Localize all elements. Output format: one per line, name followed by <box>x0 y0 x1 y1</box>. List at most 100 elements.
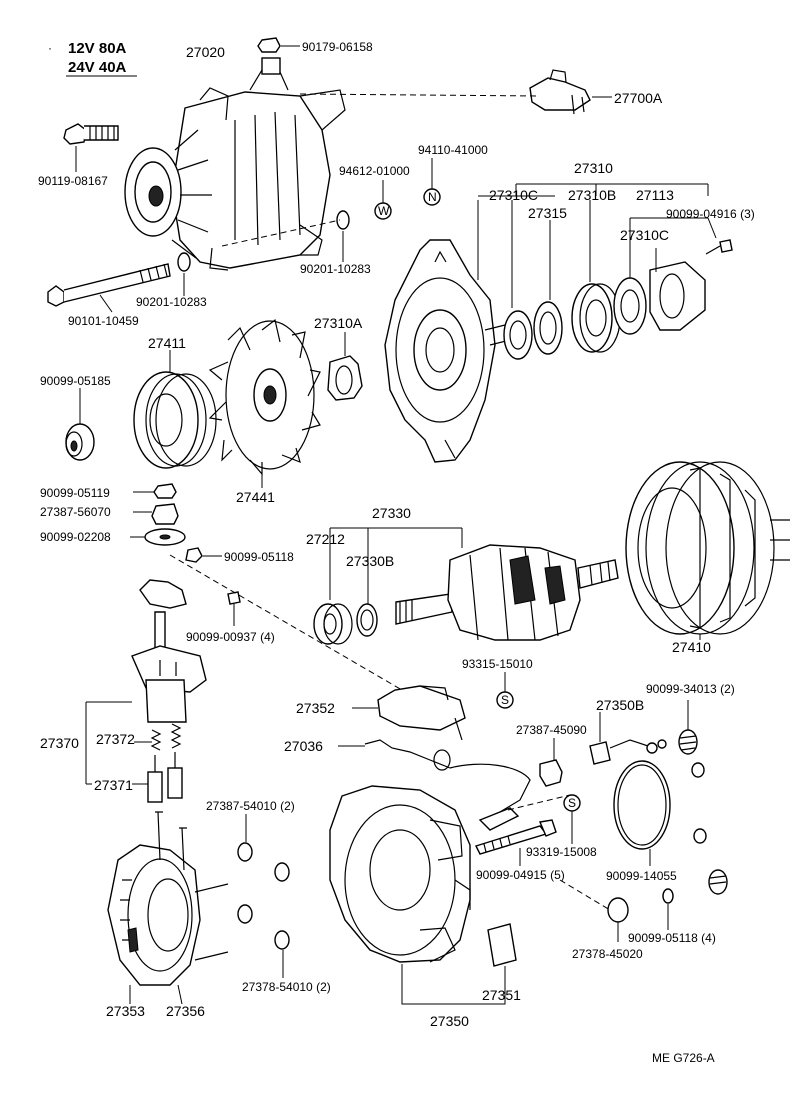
header-line-2: 24V 40A <box>68 59 127 76</box>
label-rectifier-holder: 27356 <box>166 1003 205 1019</box>
bearing-cover-b-drawing <box>613 277 647 335</box>
retainer-27315-drawing <box>533 301 563 355</box>
label-bushing-27351: 27351 <box>482 987 521 1003</box>
label-long-bolt: 90101-10459 <box>68 314 139 328</box>
pulley-drawing <box>133 371 217 469</box>
bearing-27212-drawing <box>313 603 353 645</box>
regulator-drawing <box>529 69 591 115</box>
nut-top-part <box>257 37 281 53</box>
brush-spring-drawing <box>150 723 182 751</box>
screw-04916-drawing <box>705 239 733 255</box>
n-symbol-text: N <box>428 190 437 204</box>
label-diagram-code: ME G726-A <box>652 1051 715 1065</box>
header-line-1: 12V 80A <box>68 40 127 57</box>
bearing-cover-a-drawing <box>503 310 533 360</box>
s-symbol-15010: S <box>496 691 514 709</box>
header-bullet: · <box>48 41 52 55</box>
brush-drawing <box>147 752 183 803</box>
washer-b-drawing <box>177 252 191 272</box>
cover-27352-drawing <box>377 685 466 741</box>
rectifier-drawing <box>107 811 229 986</box>
label-nut-top: 90179-06158 <box>302 40 373 54</box>
label-alternator-assy: 27020 <box>186 44 225 60</box>
label-retainer-27315: 27315 <box>528 205 567 221</box>
label-collar-05185: 90099-05185 <box>40 374 111 388</box>
w-symbol-text: W <box>378 204 390 218</box>
nut-05119-drawing <box>153 483 177 499</box>
label-wire-27036: 27036 <box>284 738 323 754</box>
spacer-27310a-drawing <box>327 355 363 401</box>
label-insulator-54010b: 27378-54010 (2) <box>242 980 331 994</box>
label-bolt-top: 90119-08167 <box>38 174 108 188</box>
label-insulator-54010a: 27387-54010 (2) <box>206 799 295 813</box>
washer-02208-drawing <box>144 528 186 546</box>
w-washer-symbol: W <box>374 202 392 220</box>
insulator-54010a-drawing <box>237 842 290 882</box>
label-bolt-04915: 90099-04915 (5) <box>476 868 565 882</box>
label-washer-b: 90201-10283 <box>136 295 207 309</box>
long-bolt-drawing <box>47 263 171 307</box>
label-nut-05118-a: 90099-05118 <box>224 550 294 564</box>
label-n-symbol-part: 94110-41000 <box>418 143 488 157</box>
label-regulator: 27700A <box>614 90 663 106</box>
label-s-part-15008: 93319-15008 <box>526 845 597 859</box>
label-rotor-assy: 27330 <box>372 505 411 521</box>
label-stator: 27410 <box>672 639 711 655</box>
label-frame-rear-end: 27350 <box>430 1013 469 1029</box>
screw-00937-drawing <box>227 591 241 605</box>
label-nut-05119: 90099-05119 <box>40 486 110 500</box>
label-bearing-27212: 27212 <box>306 531 345 547</box>
label-bearing-27310b: 27310B <box>568 187 616 203</box>
label-brush: 27371 <box>94 777 133 793</box>
insulator-45090-drawing <box>539 759 563 787</box>
bearing-cover-27330b-drawing <box>356 603 378 637</box>
bolt-top-drawing <box>63 123 119 145</box>
label-bearing-cover-a: 27310C <box>489 187 538 203</box>
insulator-54010b-drawing <box>237 904 290 950</box>
bushing-27351-drawing <box>487 923 517 967</box>
bearing-27310b-drawing <box>571 283 621 353</box>
terminal-27350b-drawing <box>589 739 667 765</box>
label-bearing-cover-27330b: 27330B <box>346 553 394 569</box>
label-insulator-45090: 27387-45090 <box>516 723 587 737</box>
washer-a-drawing <box>336 210 350 230</box>
bolt-04915-drawing <box>475 819 557 855</box>
label-retainer-27113: 27113 <box>636 187 674 203</box>
wire-27036-drawing <box>364 739 531 831</box>
label-screw-04916: 90099-04916 (3) <box>666 207 755 221</box>
s-symbol-b-text: S <box>568 796 576 810</box>
label-cover-27352: 27352 <box>296 700 335 716</box>
label-collar-56070: 27387-56070 <box>40 505 111 519</box>
label-plug-34013: 90099-34013 (2) <box>646 682 735 696</box>
plug-34013-drawing <box>678 729 705 778</box>
label-frame-drive-end: 27310 <box>574 160 613 176</box>
nut-05118b-drawing <box>662 888 674 904</box>
nut-05118-drawing <box>185 547 203 563</box>
label-washer-a: 90201-10283 <box>300 262 371 276</box>
drive-end-frame-drawing <box>384 239 511 463</box>
rotor-drawing <box>395 544 619 641</box>
collar-56070-drawing <box>151 503 179 525</box>
rating-header: · 12V 80A 24V 40A <box>48 40 137 77</box>
alternator-assembly-drawing <box>124 57 346 271</box>
label-brush-holder: 27370 <box>40 735 79 751</box>
label-rectifier: 27353 <box>106 1003 145 1019</box>
collar-05185-drawing <box>65 423 95 461</box>
label-washer-02208: 90099-02208 <box>40 530 111 544</box>
plug-34013-b-drawing <box>708 869 728 895</box>
brush-holder-drawing <box>131 579 207 723</box>
s-symbol-a-text: S <box>501 693 509 707</box>
stator-drawing <box>625 461 790 635</box>
fan-drawing <box>208 318 321 476</box>
label-w-symbol-part: 94612-01000 <box>339 164 410 178</box>
label-screw-00937: 90099-00937 (4) <box>186 630 275 644</box>
oring-drawing <box>613 760 671 850</box>
label-oring: 90099-14055 <box>606 869 677 883</box>
label-s-part-15010: 93315-15010 <box>462 657 533 671</box>
retainer-27113-drawing <box>649 261 706 331</box>
s-symbol-15008: S <box>563 794 581 812</box>
label-pulley: 27411 <box>148 335 186 351</box>
label-terminal-27350b: 27350B <box>596 697 644 713</box>
label-brush-spring: 27372 <box>96 731 135 747</box>
